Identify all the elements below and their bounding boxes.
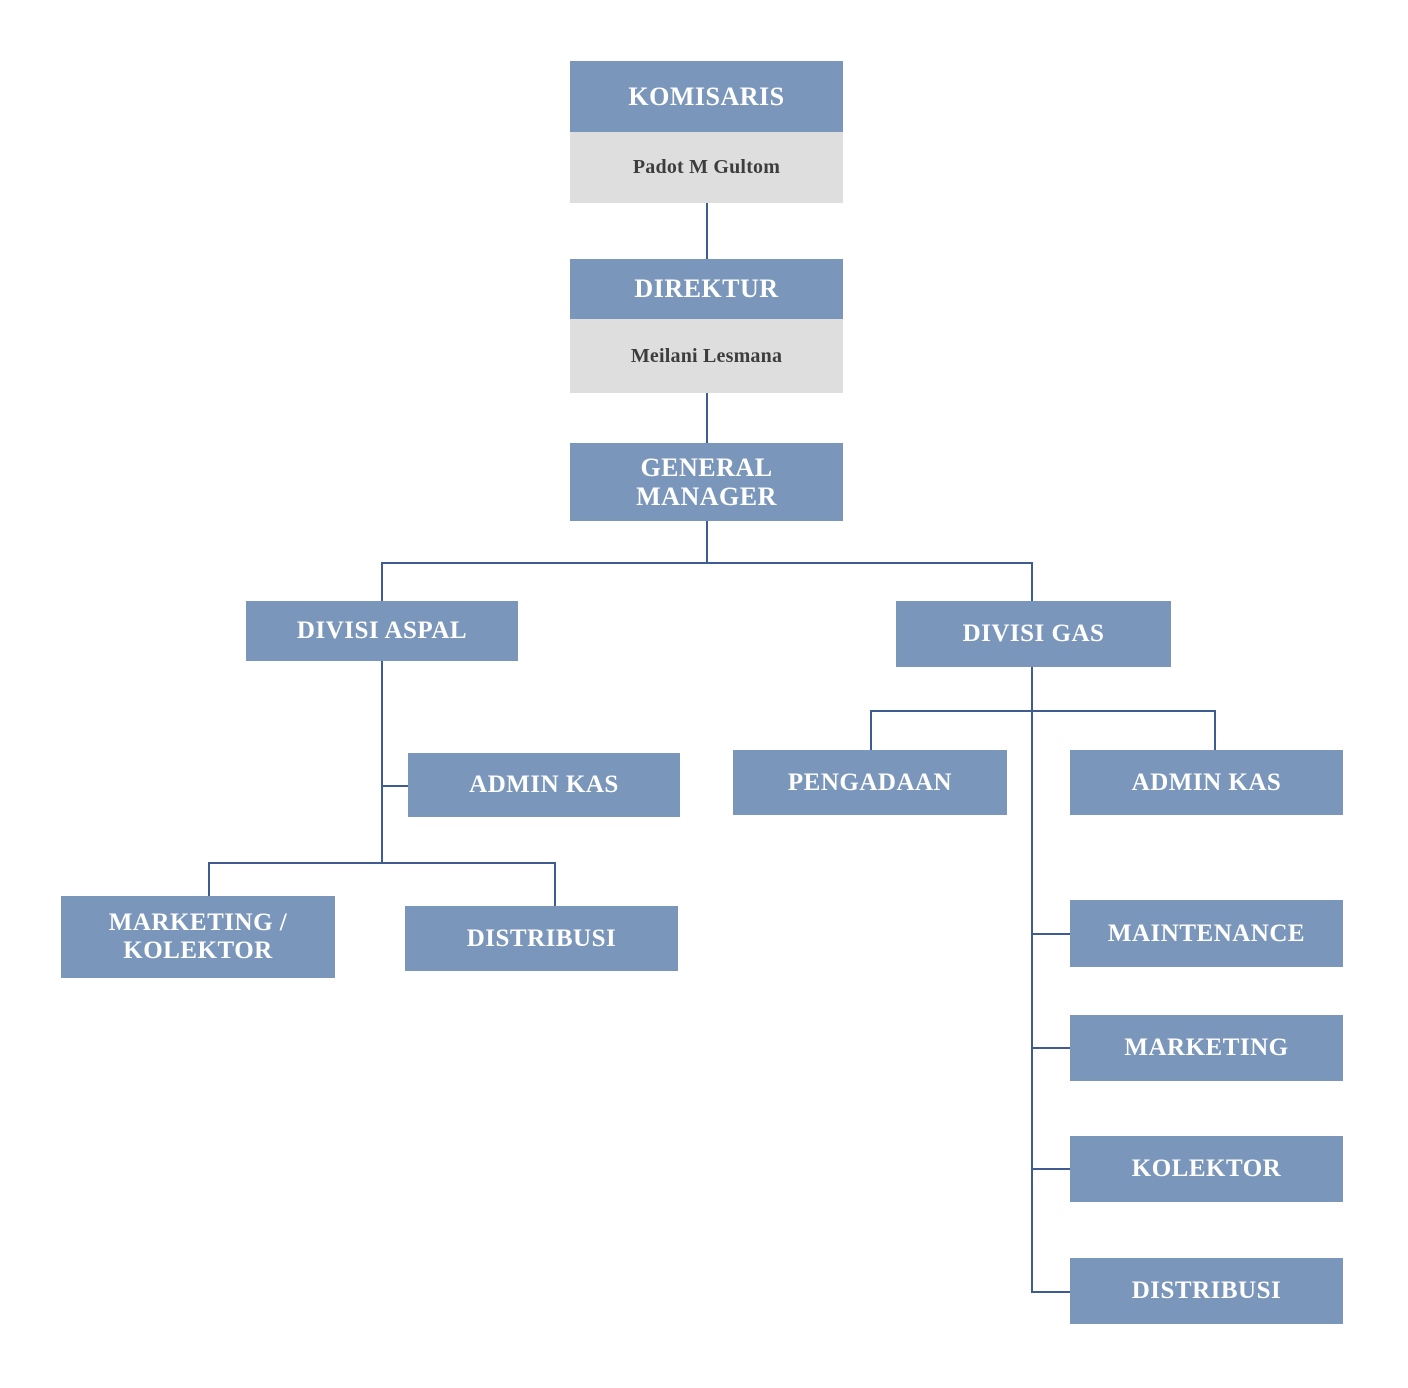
node-aspal-marketing-kolektor[interactable]: MARKETING / KOLEKTOR [61,896,335,978]
node-gas-kolektor[interactable]: KOLEKTOR [1070,1136,1343,1202]
node-direktur[interactable]: DIREKTUR [570,259,843,319]
connector-direktur-gm [706,393,708,443]
connector-aspal-marketing-drop [208,862,210,896]
connector-gas-marketing [1031,1047,1071,1049]
node-gas-maintenance[interactable]: MAINTENANCE [1070,900,1343,967]
node-gas-distribusi[interactable]: DISTRIBUSI [1070,1258,1343,1324]
connector-aspal-spine [381,661,383,864]
connector-aspal-distribusi-drop [554,862,556,906]
node-general-manager[interactable]: GENERAL MANAGER [570,443,843,521]
node-gas-pengadaan[interactable]: PENGADAAN [733,750,1007,815]
connector-gm-down [706,521,708,563]
connector-aspal-admin-kas [381,785,409,787]
node-aspal-admin-kas[interactable]: ADMIN KAS [408,753,680,817]
connector-gas-adminkas-drop [1214,710,1216,750]
connector-gas-upper-bus [870,710,1216,712]
node-komisaris-person: Padot M Gultom [570,132,843,203]
connector-gas-distribusi [1031,1291,1071,1293]
connector-gas-spine [1031,601,1033,1293]
connector-divisions-bus [381,562,1033,564]
connector-bus-divisi-aspal [381,562,383,601]
node-divisi-gas[interactable]: DIVISI GAS [896,601,1171,667]
connector-gas-maintenance [1031,933,1071,935]
connector-bus-divisi-gas [1031,562,1033,601]
node-gas-marketing[interactable]: MARKETING [1070,1015,1343,1081]
connector-komisaris-direktur [706,203,708,259]
node-gas-admin-kas[interactable]: ADMIN KAS [1070,750,1343,815]
connector-aspal-lower-bus [208,862,556,864]
node-direktur-person: Meilani Lesmana [570,319,843,393]
connector-gas-pengadaan-drop [870,710,872,750]
connector-gas-kolektor [1031,1168,1071,1170]
node-komisaris[interactable]: KOMISARIS [570,61,843,132]
node-divisi-aspal[interactable]: DIVISI ASPAL [246,601,518,661]
node-aspal-distribusi[interactable]: DISTRIBUSI [405,906,678,971]
